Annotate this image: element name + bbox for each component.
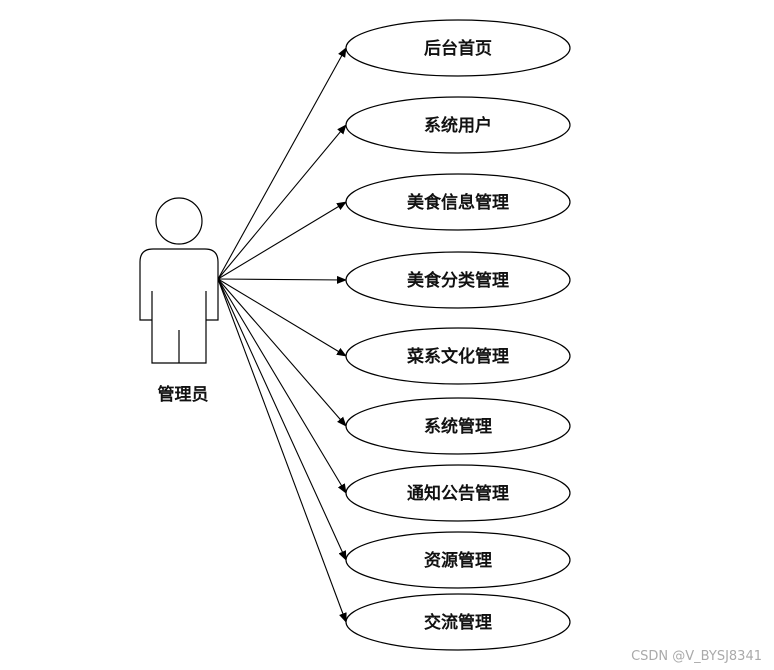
association-arrow [217,47,347,280]
watermark: CSDN @V_BYSJ8341 [631,649,762,664]
association-arrow [217,275,347,284]
use-case-ellipse [345,96,571,154]
association-arrow [217,278,347,427]
actor-label: 管理员 [158,384,209,405]
use-case-ellipse [345,464,571,522]
use-case-label: 系统用户 [424,115,492,136]
use-case-label: 资源管理 [424,550,492,571]
use-case-ellipse [345,327,571,385]
use-case-label: 美食信息管理 [407,192,509,213]
use-case: 通知公告管理 [345,464,571,522]
actor-body [139,248,219,364]
association-arrow [217,201,347,280]
use-case: 系统用户 [345,96,571,154]
use-case: 系统管理 [345,397,571,455]
association-arrow [217,278,347,561]
association-arrow [217,124,347,280]
use-case-label: 美食分类管理 [407,270,509,291]
actor-head [155,197,203,245]
association-arrow [217,278,347,357]
use-case-label: 通知公告管理 [407,483,509,504]
use-case-ellipse [345,593,571,651]
use-case-label: 菜系文化管理 [406,346,509,367]
use-case: 后台首页 [345,19,571,77]
association-arrow [217,278,347,623]
use-case-ellipse [345,251,571,309]
use-case-label: 交流管理 [424,612,492,633]
use-case-ellipse [345,531,571,589]
use-cases: 后台首页系统用户美食信息管理美食分类管理菜系文化管理系统管理通知公告管理资源管理… [345,19,571,651]
use-case-ellipse [345,19,571,77]
use-case: 美食分类管理 [345,251,571,309]
association-arrow [217,278,347,494]
use-case: 交流管理 [345,593,571,651]
use-case: 菜系文化管理 [345,327,571,385]
use-case-ellipse [345,173,571,231]
actor-figure: 管理员 [139,197,219,405]
use-case-label: 后台首页 [424,38,492,59]
use-case-ellipse [345,397,571,455]
use-case: 美食信息管理 [345,173,571,231]
association-lines [217,47,347,623]
use-case: 资源管理 [345,531,571,589]
use-case-label: 系统管理 [424,416,492,437]
